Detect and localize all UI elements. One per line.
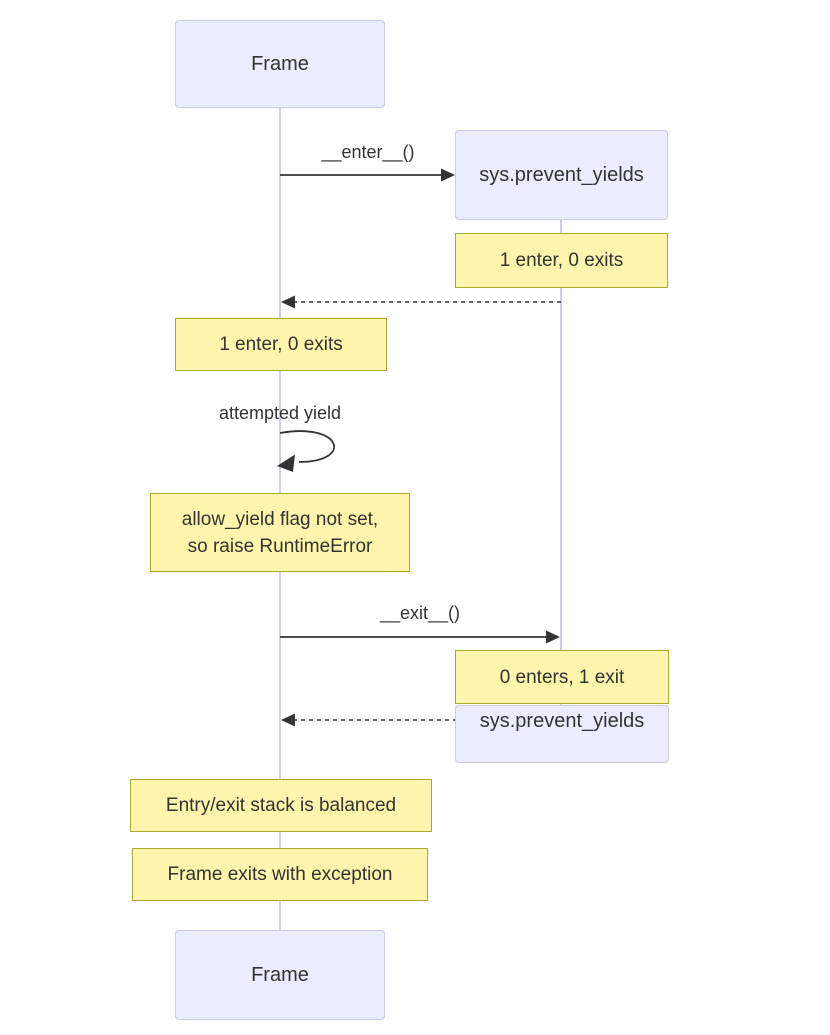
note-frame-enter-count: 1 enter, 0 exits (175, 318, 387, 371)
note-frame-enter-count-text: 1 enter, 0 exits (219, 334, 343, 355)
note-stack-balanced: Entry/exit stack is balanced (130, 779, 432, 832)
exit-arrowhead-icon (546, 630, 560, 644)
note-frame-exception-text: Frame exits with exception (167, 864, 393, 885)
actor-frame-bottom: Frame (175, 930, 385, 1020)
actor-frame-top-label: Frame (251, 52, 309, 75)
enter-arrowhead-icon (441, 168, 455, 182)
note-sys-enter-count: 1 enter, 0 exits (455, 233, 668, 288)
note-allow-yield-line2: so raise RuntimeError (187, 535, 373, 557)
note-sys-exit-count-text: 0 enters, 1 exit (499, 666, 625, 688)
self-loop-arrowhead-icon (277, 454, 295, 472)
self-loop-line (279, 430, 335, 463)
actor-sys-prevent-yields-bottom: sys.prevent_yields (455, 705, 669, 763)
enter-message-label: __enter__() (321, 142, 415, 162)
exit-return-arrowhead-icon (281, 713, 295, 727)
enter-return-arrowhead-icon (281, 295, 295, 309)
actor-sys-prevent-yields-top: sys.prevent_yields (455, 130, 668, 220)
note-allow-yield: allow_yield flag not set, so raise Runti… (150, 493, 410, 572)
note-sys-exit-count: 0 enters, 1 exit (455, 650, 669, 704)
actor-sys-prevent-yields-bottom-label: sys.prevent_yields (479, 710, 645, 732)
note-allow-yield-line1: allow_yield flag not set, (181, 508, 379, 530)
exit-message-label: __exit__() (379, 603, 461, 623)
note-sys-enter-count-text: 1 enter, 0 exits (499, 250, 624, 271)
actor-sys-prevent-yields-top-label: sys.prevent_yields (479, 163, 644, 186)
actor-frame-top: Frame (175, 20, 385, 108)
note-stack-balanced-text: Entry/exit stack is balanced (165, 795, 397, 816)
note-frame-exception: Frame exits with exception (132, 848, 428, 901)
actor-frame-bottom-label: Frame (251, 963, 309, 986)
self-loop-label: attempted yield (218, 403, 342, 423)
